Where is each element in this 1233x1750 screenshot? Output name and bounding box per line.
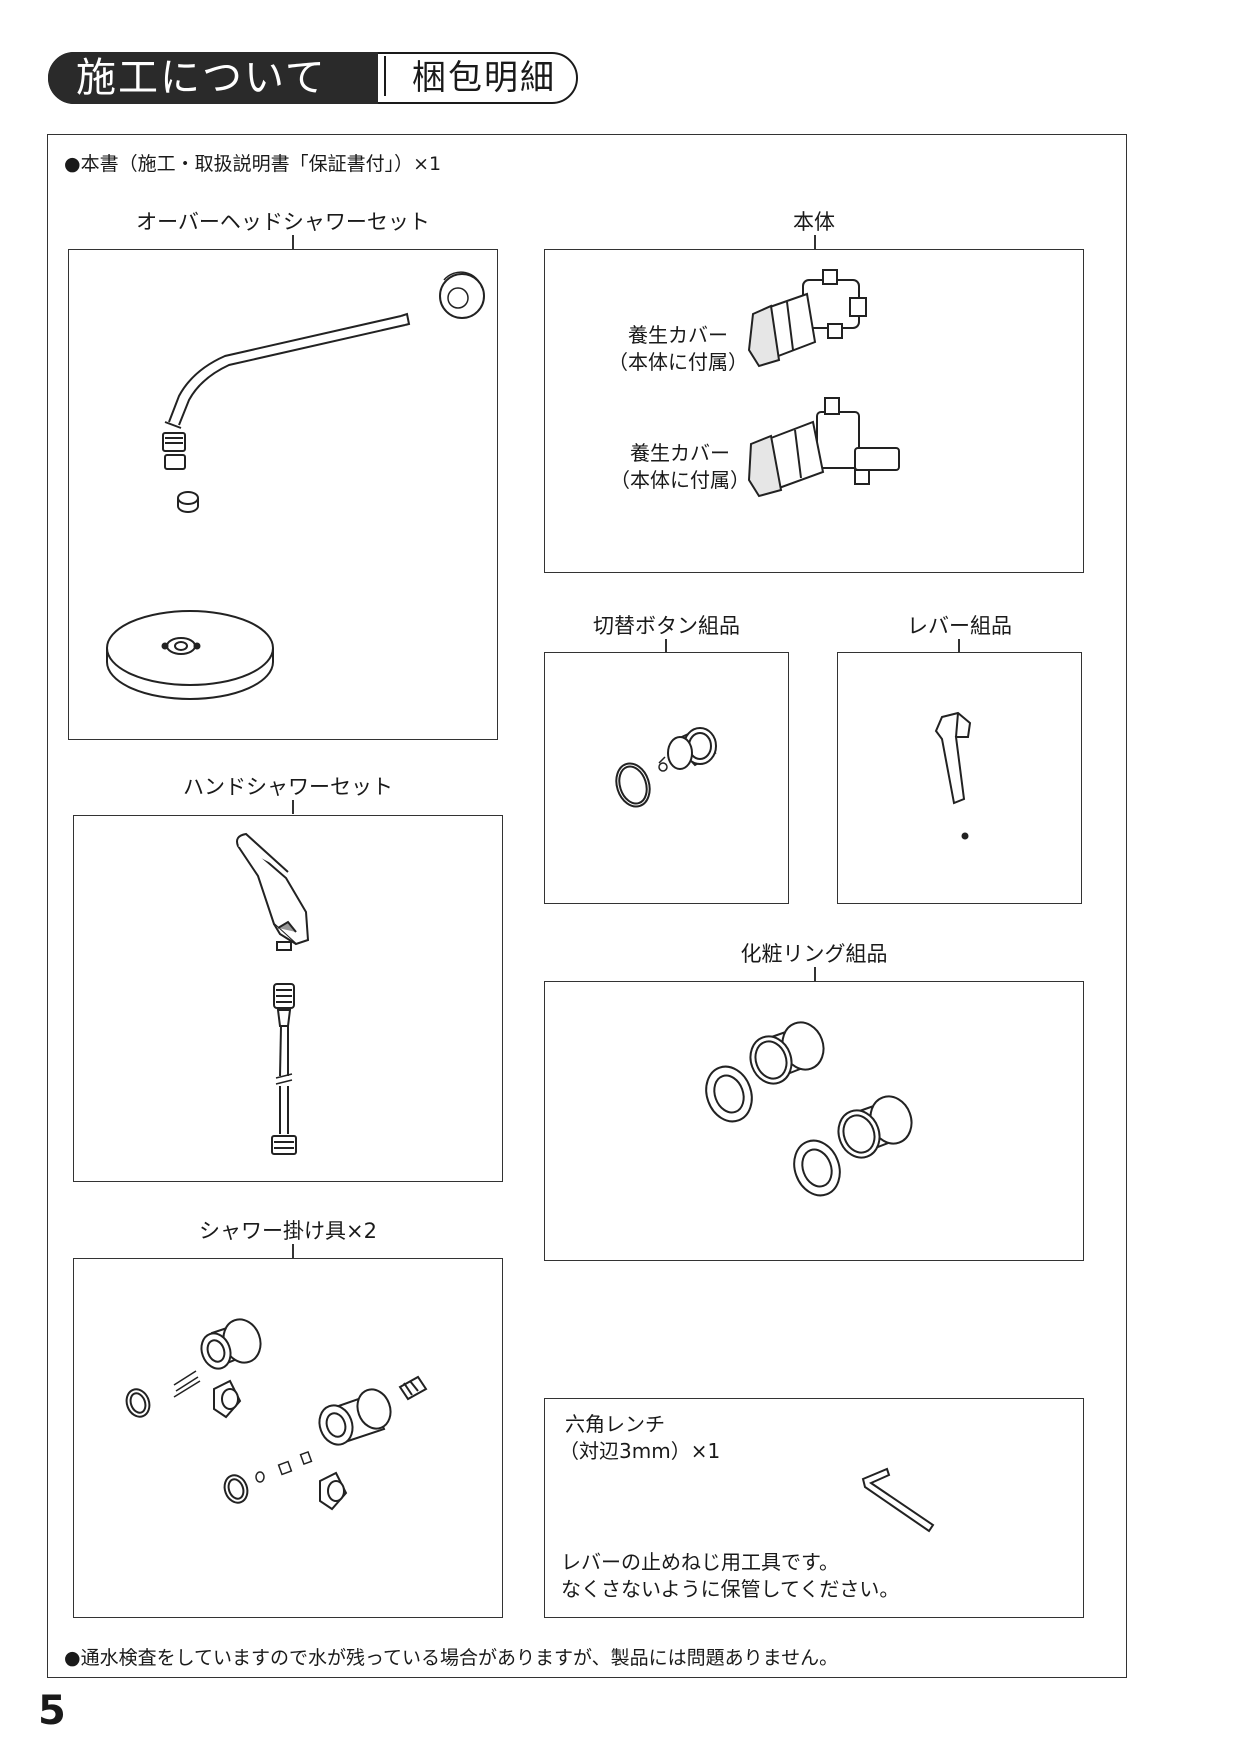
overhead-leader-line [292, 235, 294, 249]
lever-label: レバー組品 [907, 614, 1012, 638]
hand-shower-label: ハンドシャワーセット [183, 775, 393, 799]
hex-wrench-note-line2: なくさないように保管してください。 [561, 1577, 900, 1601]
page-number: 5 [38, 1688, 66, 1734]
hex-wrench-note-line1: レバーの止めねじ用工具です。 [561, 1550, 839, 1574]
hand-shower-leader-line [292, 800, 294, 814]
button-cap-icon [667, 727, 717, 770]
cover1-line2: （本体に付属） [608, 350, 748, 374]
switch-button-box [544, 652, 789, 904]
holder-bracket-icon [318, 1375, 428, 1446]
shower-holder-label: シャワー掛け具×2 [199, 1219, 377, 1243]
section-header: 施工について 梱包明細 [48, 52, 578, 104]
hex-wrench-title-line2: （対辺3mm）×1 [559, 1439, 721, 1463]
cover1-line1: 養生カバー [628, 323, 728, 347]
hand-shower-illustration [236, 832, 310, 1155]
holder-cap-icon-1 [125, 1388, 151, 1418]
adapter-nut-icon [177, 491, 199, 513]
holder-small-parts-icon [255, 1450, 313, 1483]
switch-button-illustration [615, 727, 717, 808]
body-label: 本体 [793, 210, 835, 234]
lever-box [837, 652, 1082, 904]
shower-holder-leader-line [292, 1244, 294, 1258]
decor-ring-illustration [705, 1021, 913, 1197]
switch-button-label: 切替ボタン組品 [593, 614, 740, 638]
ring-lower-icon [793, 1095, 913, 1197]
o-ring-icon [615, 762, 651, 808]
cover2-line2: （本体に付属） [610, 468, 750, 492]
decor-ring-label: 化粧リング組品 [740, 942, 888, 966]
holder-cap-icon-2 [223, 1474, 249, 1504]
overhead-shower-box [68, 249, 498, 740]
hex-wrench-box: 六角レンチ （対辺3mm）×1 レバーの止めねじ用工具です。 なくさないように保… [544, 1398, 1084, 1618]
hand-shower-head-icon [236, 832, 310, 951]
shower-head-icon [106, 610, 274, 700]
decor-ring-leader-line [814, 967, 816, 981]
decor-ring-box [544, 981, 1084, 1261]
hex-wrench-icon [861, 1467, 935, 1533]
hex-wrench-title-line1: 六角レンチ [565, 1412, 665, 1436]
shower-holder-illustration [125, 1318, 428, 1511]
shower-holder-box [73, 1258, 503, 1618]
cover2-line1: 養生カバー [630, 441, 730, 465]
switch-button-leader-line [665, 639, 667, 653]
overhead-shower-label: オーバーヘッドシャワーセット [136, 210, 430, 234]
hex-wrench-illustration [861, 1467, 935, 1533]
shower-arm-icon [162, 312, 411, 470]
water-test-note: ●通水検査をしていますので水が残っている場合がありますが、製品には問題ありません… [64, 1647, 839, 1669]
valve-body-bottom-icon [747, 397, 900, 498]
overhead-shower-illustration [106, 271, 485, 700]
lever-handle-icon [934, 711, 972, 805]
holder-base-icon-1 [200, 1318, 262, 1370]
subtitle-divider [384, 56, 556, 96]
valve-body-top-icon [747, 269, 867, 368]
ring-upper-icon [705, 1021, 825, 1123]
lever-illustration [934, 711, 972, 840]
section-subtitle: 梱包明細 [412, 58, 556, 98]
content-frame [47, 134, 1127, 1678]
wall-flange-icon [439, 271, 485, 319]
lever-leader-line [958, 639, 960, 653]
screw-icon [658, 756, 668, 772]
body-box: 養生カバー （本体に付属） 養生カバー （本体に付属） [544, 249, 1084, 573]
holder-screws-icon [173, 1370, 201, 1398]
body-illustration [747, 269, 900, 498]
hand-shower-box [73, 815, 503, 1182]
manual-note: ●本書（施工・取扱説明書「保証書付」）×1 [64, 153, 442, 175]
holder-hook-icon-1 [213, 1379, 242, 1419]
holder-hook-icon-2 [319, 1471, 348, 1511]
body-leader-line [814, 235, 816, 249]
section-title: 施工について [48, 52, 378, 104]
shower-hose-icon [271, 983, 297, 1155]
set-screw-icon [961, 832, 969, 840]
